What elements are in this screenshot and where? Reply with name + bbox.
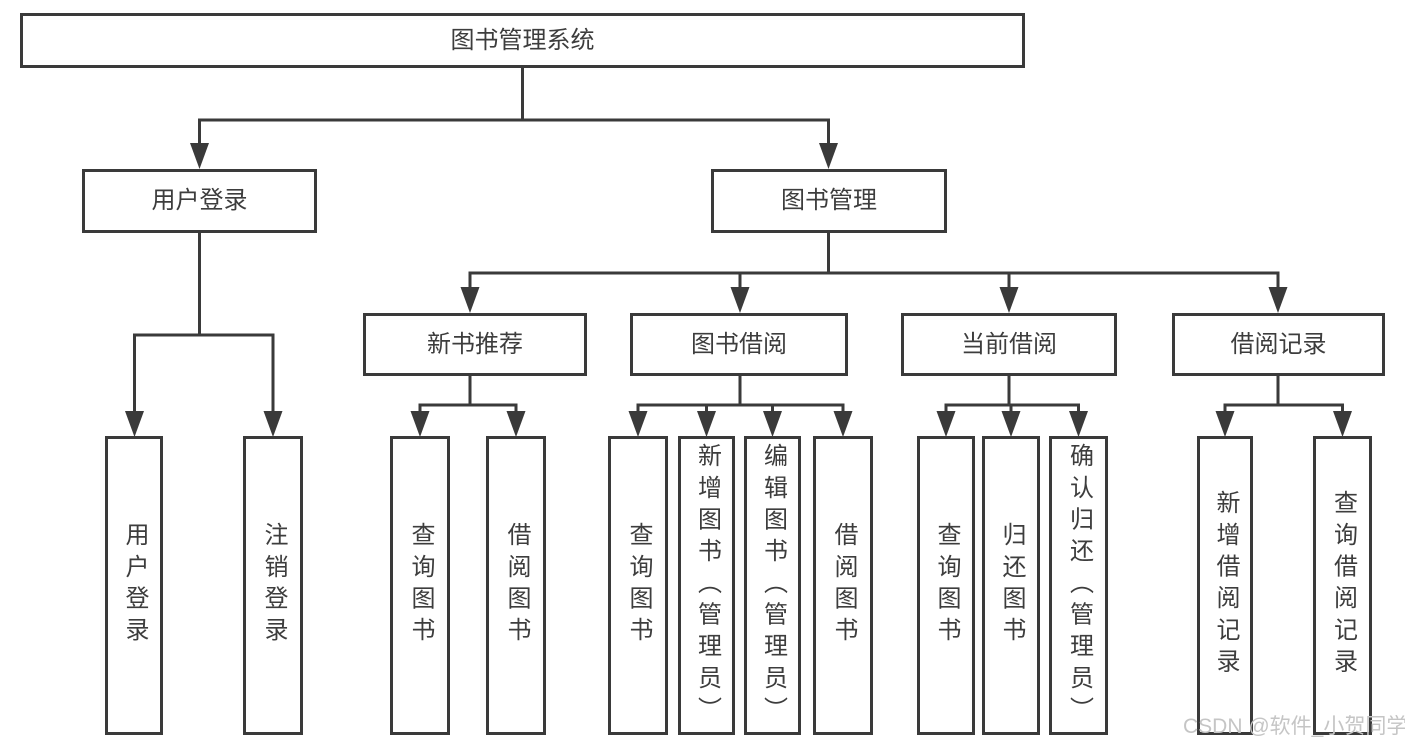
node-label: 借阅图书 bbox=[830, 522, 857, 649]
node-label: 用户登录 bbox=[121, 522, 148, 649]
leaf-add-books-admin: 新增图书（管理员） bbox=[678, 436, 735, 735]
arrowhead-icon bbox=[410, 411, 430, 437]
leaf-query-books: 查询图书 bbox=[608, 436, 668, 735]
arrowheads bbox=[125, 143, 1352, 437]
arrowhead-icon bbox=[190, 143, 209, 169]
arrowhead-icon bbox=[1069, 411, 1088, 437]
connector-bookborrow-to-leaves bbox=[636, 374, 845, 416]
node-label: 图书借阅 bbox=[691, 330, 787, 358]
node-label: 借阅图书 bbox=[503, 522, 530, 649]
node-current-borrowing: 当前借阅 bbox=[901, 313, 1117, 376]
connector-root-to-level2 bbox=[198, 66, 830, 148]
node-label: 图书管理 bbox=[781, 187, 877, 214]
node-label: 查询借阅记录 bbox=[1329, 490, 1357, 681]
node-label: 图书管理系统 bbox=[450, 26, 595, 54]
arrowhead-icon bbox=[999, 287, 1019, 313]
leaf-edit-books-admin: 编辑图书（管理员） bbox=[744, 436, 801, 735]
arrowhead-icon bbox=[730, 287, 750, 313]
leaf-confirm-return-admin: 确认归还（管理员） bbox=[1049, 436, 1108, 735]
node-label: 当前借阅 bbox=[961, 330, 1057, 358]
node-label: 新增借阅记录 bbox=[1212, 490, 1239, 681]
node-borrowing-records: 借阅记录 bbox=[1172, 313, 1385, 376]
leaf-return-books: 归还图书 bbox=[982, 436, 1040, 735]
leaf-query-books: 查询图书 bbox=[390, 436, 450, 735]
watermark: CSDN @软件_小贺同学 bbox=[1183, 715, 1405, 738]
node-label: 用户登录 bbox=[151, 187, 248, 214]
node-label: 归还图书 bbox=[998, 522, 1025, 649]
leaf-user-login: 用户登录 bbox=[105, 436, 163, 735]
node-label: 确认归还（管理员） bbox=[1065, 442, 1093, 729]
leaf-borrow-books: 借阅图书 bbox=[813, 436, 873, 735]
node-library-system: 图书管理系统 bbox=[20, 13, 1025, 68]
arrowhead-icon bbox=[125, 411, 144, 437]
arrowhead-icon bbox=[1268, 287, 1288, 313]
leaf-add-borrow-record: 新增借阅记录 bbox=[1197, 436, 1253, 735]
arrowhead-icon bbox=[1333, 411, 1352, 437]
arrowhead-icon bbox=[1001, 411, 1021, 437]
arrowhead-icon bbox=[460, 287, 480, 313]
node-new-book-recommend: 新书推荐 bbox=[363, 313, 587, 376]
arrowhead-icon bbox=[936, 411, 956, 437]
node-book-borrowing: 图书借阅 bbox=[630, 313, 848, 376]
connector-borrowrecord-to-leaves bbox=[1223, 374, 1344, 416]
node-user-login: 用户登录 bbox=[82, 169, 317, 233]
node-label: 新书推荐 bbox=[427, 330, 523, 358]
arrowhead-icon bbox=[1215, 411, 1235, 437]
leaf-logout: 注销登录 bbox=[243, 436, 303, 735]
node-label: 查询图书 bbox=[407, 522, 434, 649]
connector-userlogin-to-leaves bbox=[133, 231, 275, 416]
node-label: 新增图书（管理员） bbox=[693, 442, 721, 729]
leaf-borrow-books: 借阅图书 bbox=[486, 436, 546, 735]
arrowhead-icon bbox=[819, 143, 838, 169]
node-label: 查询图书 bbox=[933, 522, 960, 649]
arrowhead-icon bbox=[263, 411, 283, 437]
arrowhead-icon bbox=[506, 411, 526, 437]
arrowhead-icon bbox=[763, 411, 782, 437]
connector-newbook-to-leaves bbox=[418, 374, 518, 416]
leaf-query-borrow-record: 查询借阅记录 bbox=[1313, 436, 1372, 735]
leaf-query-books: 查询图书 bbox=[917, 436, 975, 735]
arrowhead-icon bbox=[628, 411, 648, 437]
node-label: 查询图书 bbox=[625, 522, 652, 649]
connector-bookmgmt-to-level3 bbox=[468, 231, 1280, 292]
node-label: 借阅记录 bbox=[1230, 330, 1327, 358]
arrowhead-icon bbox=[697, 411, 716, 437]
node-label: 编辑图书（管理员） bbox=[759, 442, 787, 729]
arrowhead-icon bbox=[833, 411, 853, 437]
connector-currentborrow-to-leaves bbox=[944, 374, 1080, 416]
node-label: 注销登录 bbox=[260, 522, 287, 649]
node-book-management: 图书管理 bbox=[711, 169, 947, 233]
